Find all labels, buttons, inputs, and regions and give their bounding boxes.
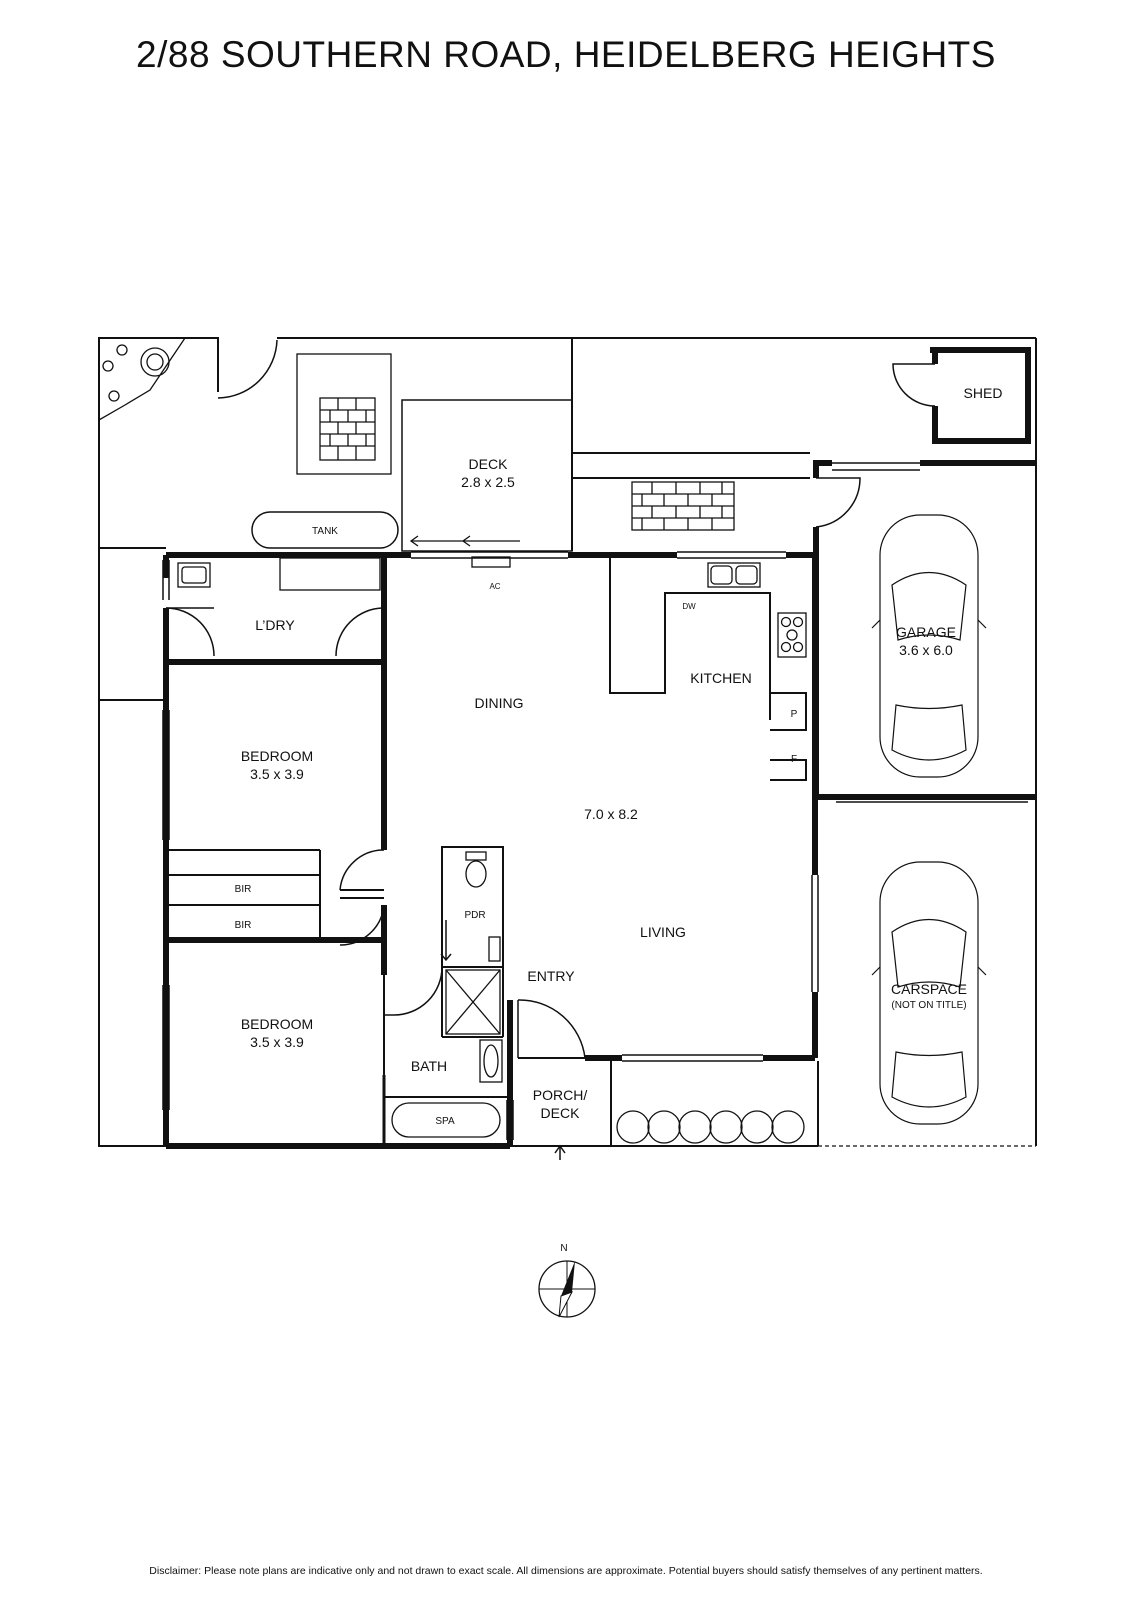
fridge-label: F bbox=[791, 754, 797, 765]
dining-label: DINING bbox=[475, 695, 524, 711]
page-title: 2/88 SOUTHERN ROAD, HEIDELBERG HEIGHTS bbox=[136, 34, 996, 75]
carspace-label: CARSPACE bbox=[891, 981, 967, 997]
porch-label-2: DECK bbox=[541, 1105, 581, 1121]
house-walls bbox=[163, 552, 818, 1149]
shed bbox=[892, 347, 1031, 444]
laundry-label: L’DRY bbox=[255, 617, 295, 633]
spa-label: SPA bbox=[435, 1116, 455, 1127]
compass-icon: N bbox=[538, 1243, 596, 1318]
tank-label: TANK bbox=[312, 526, 338, 537]
garden-bed-north bbox=[296, 353, 392, 475]
doors bbox=[165, 607, 586, 1160]
bir1-label: BIR bbox=[235, 884, 252, 895]
porch-label: PORCH/ bbox=[533, 1087, 588, 1103]
garage-label: GARAGE bbox=[896, 624, 956, 640]
bath-label: BATH bbox=[411, 1058, 447, 1074]
compass-north-label: N bbox=[560, 1243, 567, 1254]
carspace-note: (NOT ON TITLE) bbox=[891, 1000, 966, 1011]
garden-bed-kitchen bbox=[631, 481, 735, 531]
sliding-door-arrows bbox=[409, 535, 520, 547]
windows bbox=[162, 551, 819, 1140]
living-label: LIVING bbox=[640, 924, 686, 940]
bedroom1-dims: 3.5 x 3.9 bbox=[250, 766, 304, 782]
gate bbox=[217, 339, 278, 399]
pdr-label: PDR bbox=[464, 910, 485, 921]
car-icon-garage bbox=[871, 514, 987, 778]
bedroom2-label: BEDROOM bbox=[241, 1016, 313, 1032]
water-tank bbox=[251, 511, 399, 549]
shed-label: SHED bbox=[964, 385, 1003, 401]
disclaimer-text: Disclaimer: Please note plans are indica… bbox=[149, 1565, 983, 1577]
deck-dims: 2.8 x 2.5 bbox=[461, 474, 515, 490]
deck-area bbox=[401, 399, 573, 552]
kitchen-label: KITCHEN bbox=[690, 670, 751, 686]
dw-label: DW bbox=[682, 602, 696, 611]
ac-label: AC bbox=[489, 582, 500, 591]
car-icon-carspace bbox=[871, 861, 987, 1125]
interior-walls bbox=[166, 555, 807, 1146]
ac-unit bbox=[471, 556, 511, 568]
bedroom1-label: BEDROOM bbox=[241, 748, 313, 764]
pantry-label: P bbox=[791, 709, 798, 720]
site-boundary bbox=[98, 337, 1037, 1147]
living-dining-dims: 7.0 x 8.2 bbox=[584, 806, 638, 822]
entry-label: ENTRY bbox=[527, 968, 575, 984]
bir2-label: BIR bbox=[235, 920, 252, 931]
garden-plants bbox=[98, 337, 187, 422]
fixtures bbox=[177, 557, 807, 1144]
deck-label: DECK bbox=[469, 456, 509, 472]
garage-dims: 3.6 x 6.0 bbox=[899, 642, 953, 658]
bedroom2-dims: 3.5 x 3.9 bbox=[250, 1034, 304, 1050]
